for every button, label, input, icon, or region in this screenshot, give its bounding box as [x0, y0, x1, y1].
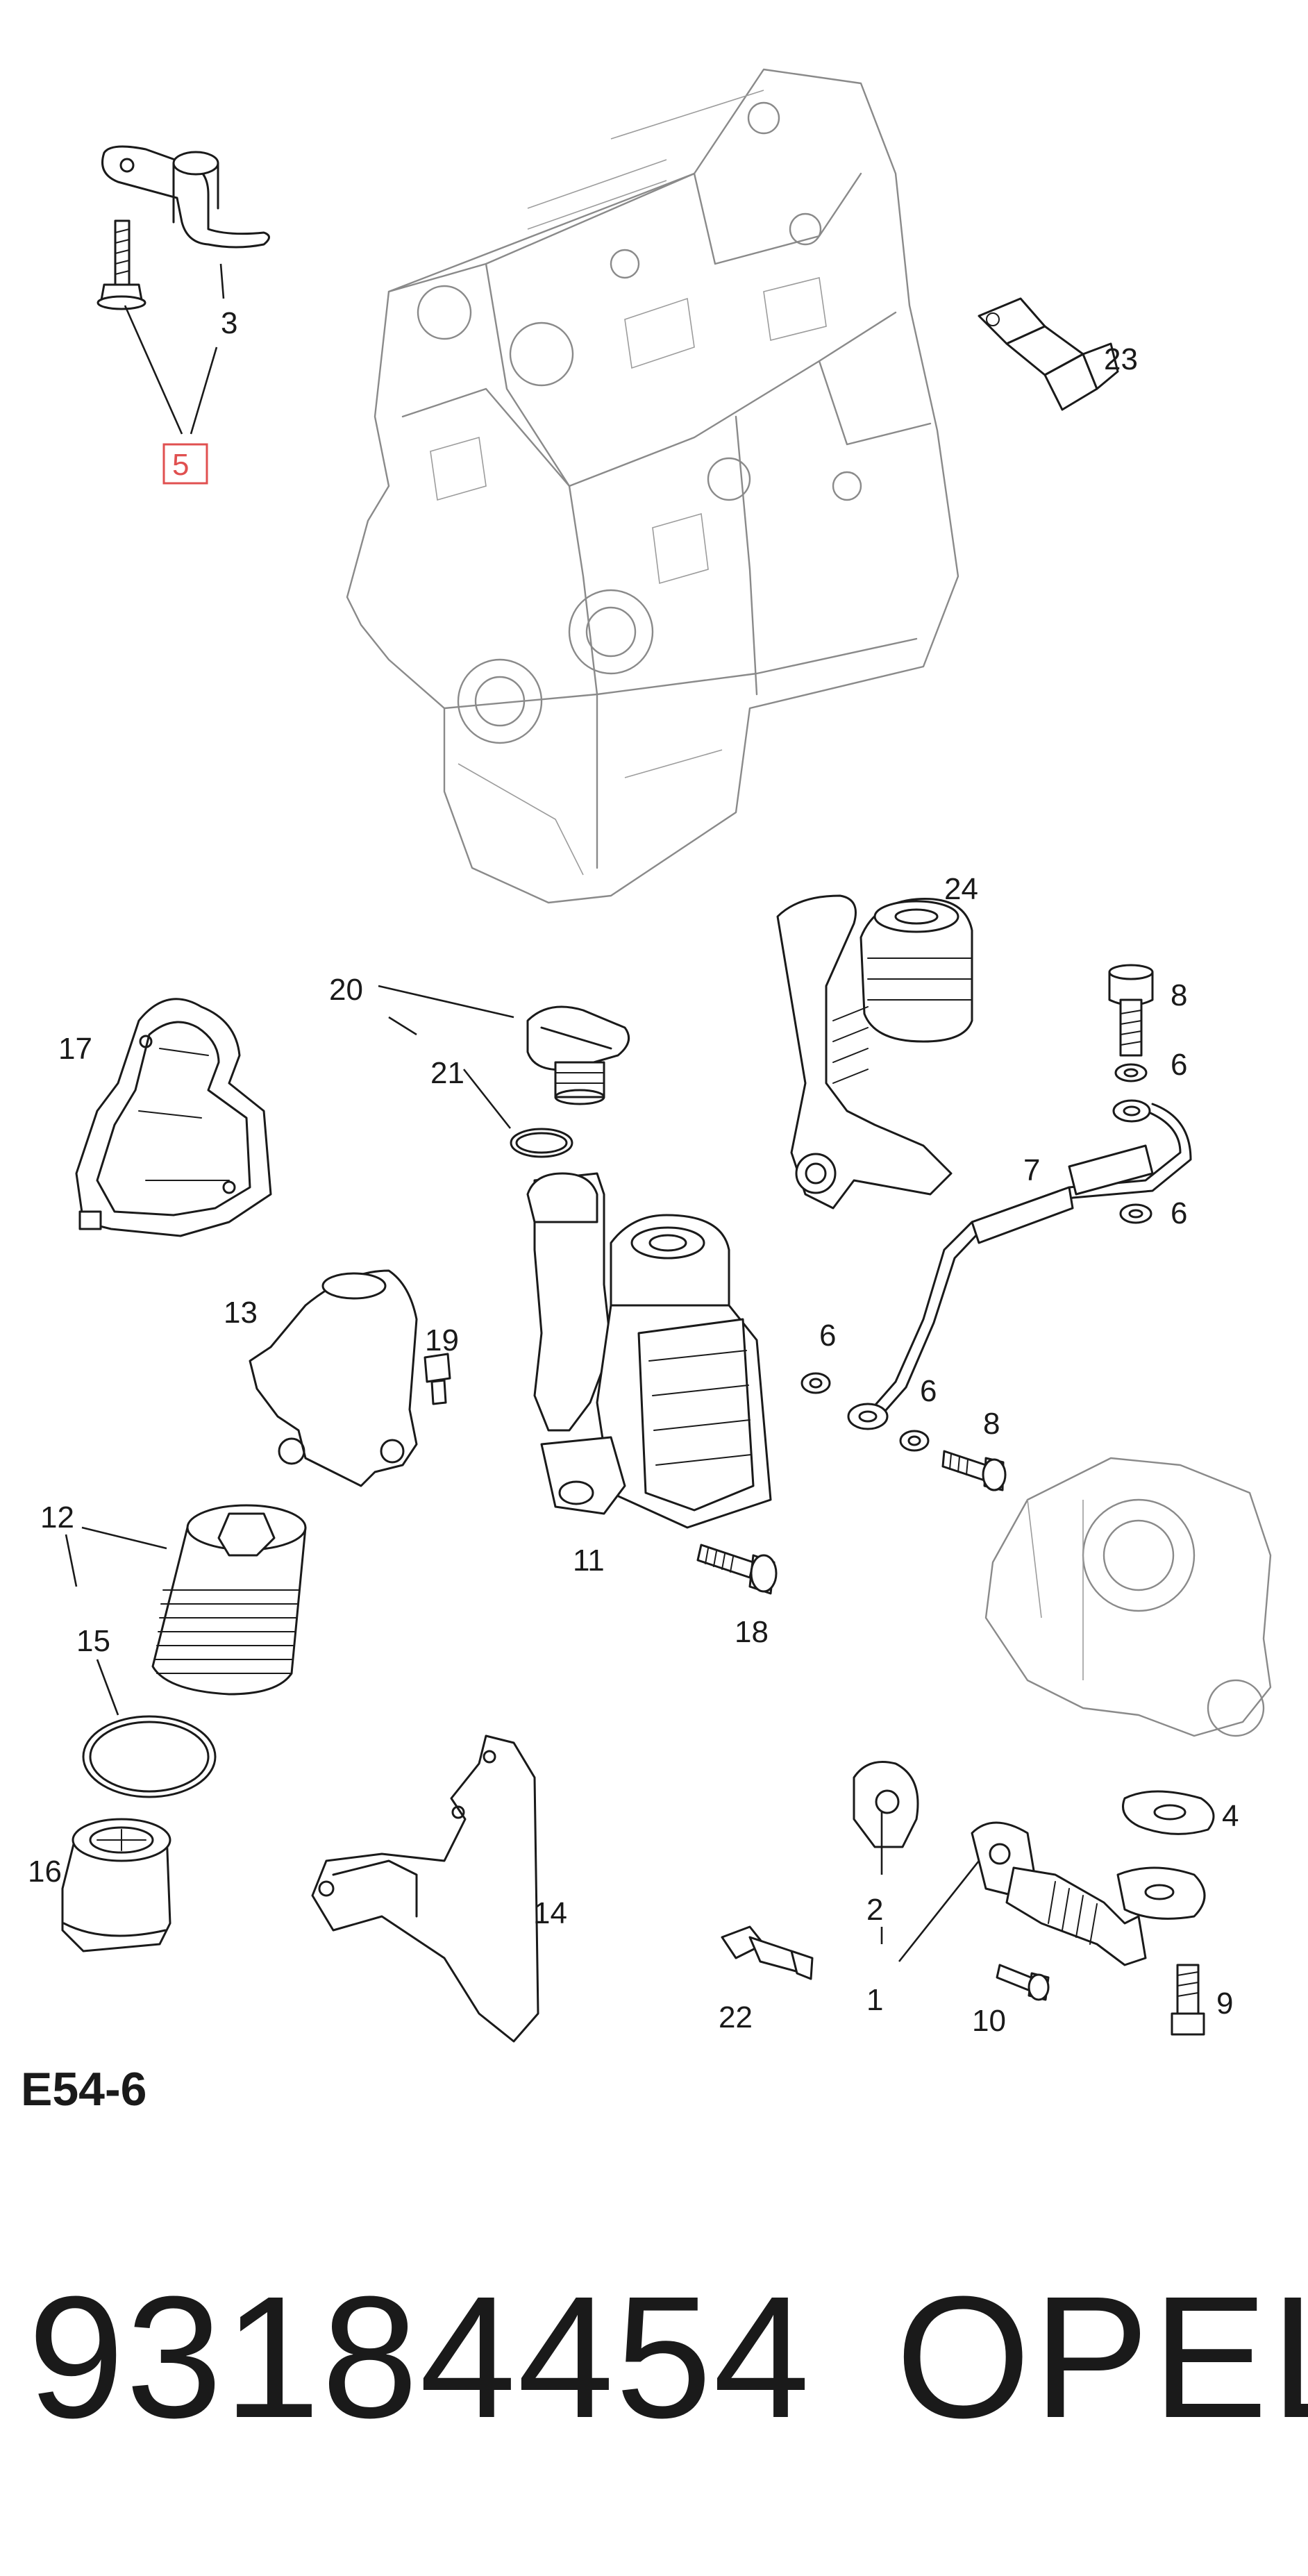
- callout-16: 16: [28, 1855, 62, 1889]
- callout-9: 9: [1216, 1987, 1233, 2021]
- callout-6-lower: 6: [920, 1374, 937, 1408]
- callout-24: 24: [944, 872, 978, 906]
- part-5-bolt-drawing: [97, 219, 146, 310]
- brand-name: OPEL: [896, 2260, 1308, 2454]
- part-2-gasket-drawing: [853, 1761, 919, 1848]
- part-17-gasket-drawing: [75, 998, 272, 1237]
- part-number: 93184454: [28, 2260, 812, 2454]
- callout-1: 1: [866, 1983, 883, 2017]
- leader-lines: [65, 263, 980, 1962]
- part-11-filter-housing-drawing: [526, 1172, 772, 1529]
- callout-8-center: 8: [983, 1407, 1000, 1441]
- part-8-bolt-center-drawing: [941, 1450, 1007, 1491]
- part-23-sensor-drawing: [978, 297, 1119, 411]
- part-4-gasket-drawing: [1122, 1790, 1215, 1835]
- callout-3: 3: [221, 306, 237, 340]
- part-12-filter-cap-drawing: [151, 1504, 307, 1696]
- part-6-washer-lower-drawing: [899, 1430, 930, 1452]
- callout-5: 5: [172, 448, 189, 482]
- part-1-pipe-drawing: [971, 1821, 1206, 1966]
- turbocharger-drawing: [984, 1457, 1272, 1737]
- callout-11: 11: [573, 1544, 605, 1578]
- part-14-bracket-drawing: [311, 1734, 539, 2043]
- part-10-bolt-drawing: [996, 1964, 1050, 2001]
- part-16-filter-element-drawing: [61, 1818, 171, 1952]
- callout-13: 13: [224, 1296, 258, 1330]
- part-13-heat-shield-drawing: [249, 1269, 418, 1487]
- part-18-bolt-drawing: [696, 1544, 778, 1595]
- callout-6-right: 6: [1171, 1196, 1187, 1230]
- part-24-housing-drawing: [776, 894, 973, 1210]
- callout-10: 10: [972, 2004, 1006, 2038]
- callout-5-highlight-box: [162, 443, 208, 485]
- part-7-oil-pipe-drawing: [847, 1099, 1192, 1430]
- figure-code: E54-6: [21, 2063, 147, 2116]
- part-6-washer-center-drawing: [800, 1372, 831, 1394]
- part-9-bolt-drawing: [1171, 1964, 1205, 2036]
- callout-22: 22: [719, 2000, 753, 2034]
- part-3-bracket-drawing: [101, 145, 270, 249]
- callout-8-top: 8: [1171, 978, 1187, 1012]
- part-20-cap-drawing: [526, 1005, 630, 1105]
- part-22-sensor-drawing: [721, 1925, 814, 1980]
- callout-14: 14: [533, 1896, 567, 1930]
- callout-12: 12: [40, 1500, 74, 1534]
- callout-20: 20: [329, 973, 363, 1007]
- part-19-bolt-drawing: [424, 1353, 451, 1405]
- callout-2: 2: [866, 1893, 883, 1927]
- engine-block-drawing: [346, 68, 959, 904]
- callout-19: 19: [425, 1323, 459, 1357]
- part-6-washer-right-drawing: [1119, 1203, 1152, 1224]
- callout-23: 23: [1104, 342, 1138, 376]
- part-6-washer-top-drawing: [1114, 1063, 1148, 1082]
- part-15-seal-ring-drawing: [82, 1715, 217, 1798]
- part-21-o-ring-drawing: [510, 1128, 573, 1158]
- callout-4: 4: [1222, 1799, 1239, 1833]
- callout-7: 7: [1023, 1153, 1040, 1187]
- callout-18: 18: [735, 1615, 769, 1649]
- part-8-bolt-top-drawing: [1108, 964, 1154, 1057]
- callout-15: 15: [76, 1624, 110, 1658]
- callout-numbers: 5 3 23 24 8 6 7 6 20 21 17 13 19 6 6 8 1…: [28, 306, 1239, 2038]
- callout-6-top: 6: [1171, 1048, 1187, 1082]
- callout-21: 21: [430, 1056, 464, 1090]
- callout-17: 17: [58, 1032, 92, 1066]
- callout-6-center: 6: [819, 1319, 836, 1353]
